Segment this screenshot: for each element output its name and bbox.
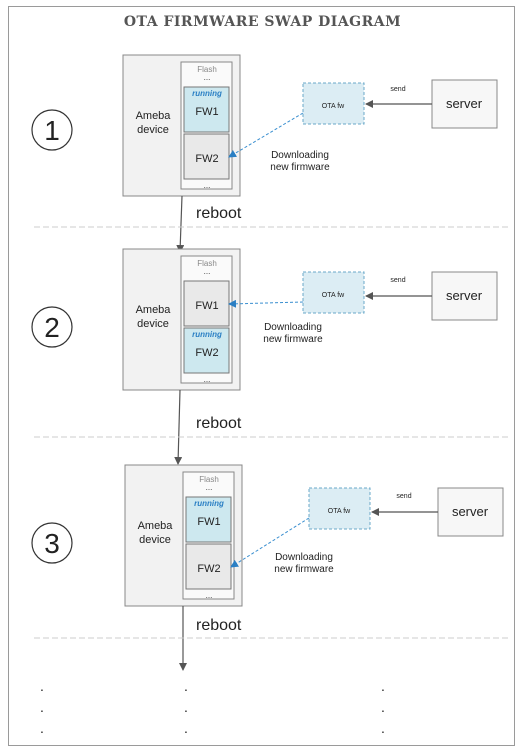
fw2-label: FW2 bbox=[195, 347, 218, 359]
ellipsis-top: ... bbox=[204, 73, 211, 82]
stage-number-circle bbox=[31, 306, 73, 348]
continuation-dot: . bbox=[40, 678, 44, 694]
ota-fw-label: OTA fw bbox=[322, 292, 345, 299]
device-label: device bbox=[137, 124, 169, 136]
downloading-label: Downloading bbox=[275, 552, 333, 563]
server-box bbox=[431, 79, 498, 129]
server-label: server bbox=[452, 504, 489, 519]
fw2-label: FW2 bbox=[195, 153, 218, 165]
flash-label: Flash bbox=[197, 259, 217, 268]
ellipsis-bottom: ... bbox=[204, 181, 211, 190]
reboot-label: reboot bbox=[196, 415, 242, 432]
fw1-label: FW1 bbox=[195, 106, 218, 118]
ota-fw-label: OTA fw bbox=[322, 103, 345, 110]
downloading-label: Downloading bbox=[264, 322, 322, 333]
fw1-label: FW1 bbox=[197, 516, 220, 528]
running-label: running bbox=[192, 89, 222, 98]
fw2-label: FW2 bbox=[197, 563, 220, 575]
ota-fw-box bbox=[302, 82, 365, 125]
device-label: Ameba bbox=[136, 304, 172, 316]
continuation-dot: . bbox=[40, 699, 44, 715]
stage-number: 1 bbox=[44, 115, 60, 146]
continuation-dot: . bbox=[381, 699, 385, 715]
new-firmware-label: new firmware bbox=[270, 162, 330, 173]
reboot-label: reboot bbox=[196, 617, 242, 634]
ellipsis-top: ... bbox=[206, 483, 213, 492]
reboot-arrow bbox=[174, 389, 183, 465]
download-arrow bbox=[228, 299, 304, 308]
fw1-slot bbox=[185, 496, 232, 543]
continuation-dot: . bbox=[381, 720, 385, 736]
ota-fw-label: OTA fw bbox=[328, 508, 351, 515]
stage-number-circle bbox=[31, 522, 73, 564]
diagram-title: OTA FIRMWARE SWAP DIAGRAM bbox=[123, 14, 402, 30]
stage-number: 3 bbox=[44, 528, 60, 559]
server-label: server bbox=[446, 96, 483, 111]
running-label: running bbox=[192, 330, 222, 339]
device-label: Ameba bbox=[136, 110, 172, 122]
ota-fw-box bbox=[308, 487, 371, 530]
downloading-label: Downloading bbox=[271, 150, 329, 161]
device-label: device bbox=[139, 534, 171, 546]
ellipsis-top: ... bbox=[204, 267, 211, 276]
ellipsis-bottom: ... bbox=[204, 375, 211, 384]
continuation-dot: . bbox=[184, 699, 188, 715]
flash-label: Flash bbox=[199, 475, 219, 484]
stage-number-circle bbox=[31, 109, 73, 151]
send-label: send bbox=[390, 86, 405, 93]
continuation-dot: . bbox=[381, 678, 385, 694]
ellipsis-bottom: ... bbox=[206, 591, 213, 600]
stage-number: 2 bbox=[44, 312, 60, 343]
running-label: running bbox=[194, 499, 224, 508]
send-label: send bbox=[390, 277, 405, 284]
reboot-arrow bbox=[176, 195, 185, 253]
fw2-slot bbox=[185, 543, 232, 590]
ota-fw-box bbox=[302, 271, 365, 314]
fw2-slot bbox=[183, 327, 230, 374]
fw1-slot bbox=[183, 86, 230, 133]
continuation-dot: . bbox=[184, 720, 188, 736]
device-label: Ameba bbox=[138, 520, 174, 532]
continuation-dot: . bbox=[184, 678, 188, 694]
new-firmware-label: new firmware bbox=[263, 334, 323, 345]
continuation-dot: . bbox=[40, 720, 44, 736]
device-label: device bbox=[137, 318, 169, 330]
download-arrow bbox=[228, 112, 304, 158]
diagram-frame bbox=[8, 6, 515, 746]
send-label: send bbox=[396, 493, 411, 500]
flash-label: Flash bbox=[197, 65, 217, 74]
server-box bbox=[431, 271, 498, 321]
fw1-label: FW1 bbox=[195, 300, 218, 312]
download-arrow bbox=[230, 517, 310, 568]
server-label: server bbox=[446, 288, 483, 303]
new-firmware-label: new firmware bbox=[274, 564, 334, 575]
reboot-label: reboot bbox=[196, 205, 242, 222]
